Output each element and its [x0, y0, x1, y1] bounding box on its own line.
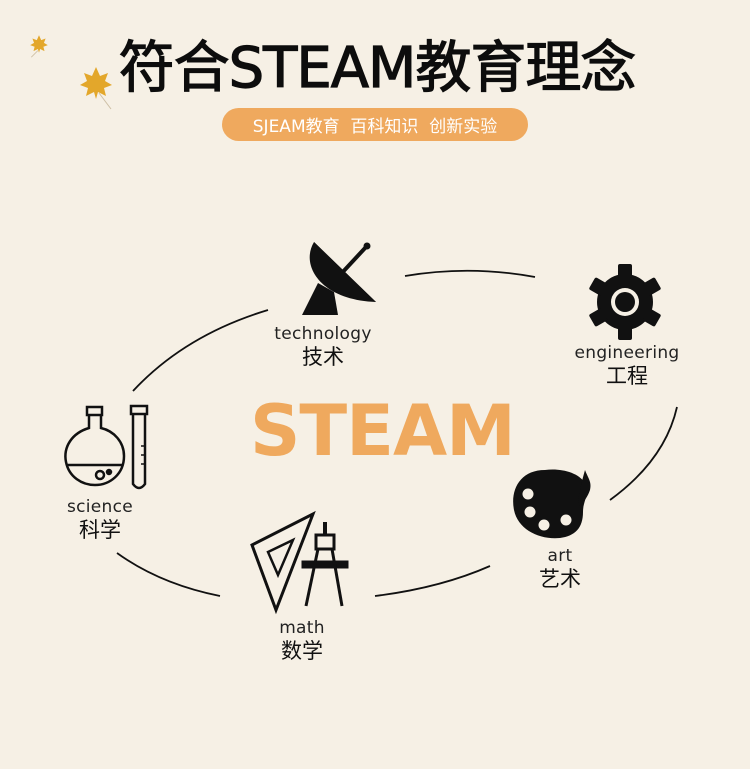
arc-science-technology: [132, 309, 269, 392]
tagline-text: SJEAM教育 百科知识 创新实验: [252, 117, 498, 137]
arc-art-math: [374, 565, 491, 597]
node-en-label: art: [547, 546, 573, 566]
flask-test-tube-icon: [64, 404, 149, 490]
node-art: art 艺术: [500, 546, 620, 592]
node-zh-label: 艺术: [539, 567, 581, 591]
gear-icon: [589, 264, 661, 340]
node-zh-label: 数学: [281, 639, 323, 663]
center-label: STEAM: [250, 390, 516, 472]
node-engineering: engineering 工程: [562, 343, 692, 389]
node-science: science 科学: [40, 497, 160, 543]
node-en-label: technology: [274, 324, 372, 344]
node-zh-label: 科学: [79, 518, 121, 542]
page-title: 符合STEAM教育理念: [118, 35, 637, 101]
node-zh-label: 工程: [606, 364, 648, 388]
maple-leaf-icon: [30, 35, 48, 58]
node-en-label: science: [66, 497, 134, 517]
node-en-label: engineering: [574, 343, 680, 363]
tagline-badge: SJEAM教育 百科知识 创新实验: [222, 108, 528, 141]
node-zh-label: 技术: [302, 345, 344, 369]
node-math: math 数学: [242, 618, 362, 664]
satellite-dish-icon: [302, 242, 376, 315]
set-square-compass-icon: [250, 510, 349, 615]
arc-math-science: [116, 552, 221, 597]
arc-technology-engineering: [404, 269, 536, 278]
node-en-label: math: [279, 618, 325, 638]
gear-hole: [611, 288, 639, 316]
arc-engineering-art: [609, 406, 678, 501]
cycle-arcs: [116, 269, 678, 597]
node-technology: technology 技术: [258, 324, 388, 370]
paint-palette-icon: [513, 469, 591, 539]
maple-leaf-icon: [80, 67, 112, 110]
